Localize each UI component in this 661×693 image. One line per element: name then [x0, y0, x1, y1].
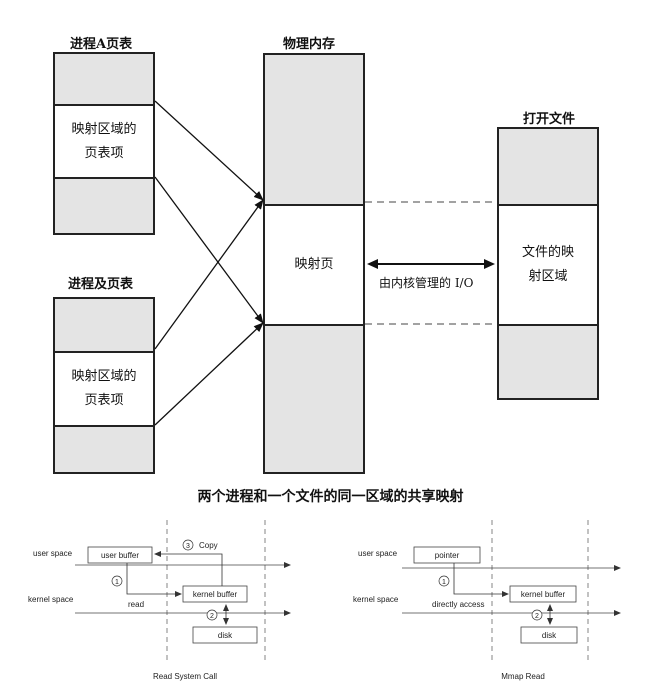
- read-disk-box: [192, 626, 258, 644]
- mmap-step1-number: 1: [442, 579, 446, 586]
- io-arrow-left-head: [367, 259, 378, 269]
- arrow-a-to-page-top: [154, 100, 264, 201]
- top-diagram-caption: 两个进程和一个文件的同一区域的共享映射: [197, 489, 464, 505]
- mmap-read-diagram: user space kernel space pointer kernel b…: [353, 520, 621, 681]
- process-b-lower-block: [55, 427, 153, 472]
- read-system-call-diagram: user space kernel space user buffer kern…: [28, 520, 291, 681]
- read-step3-number: 3: [186, 543, 190, 550]
- process-b-title: 进程及页表: [68, 277, 134, 292]
- process-b-region-line1: 映射区域的: [71, 369, 137, 384]
- read-user-buffer-box: [87, 546, 153, 564]
- read-step3-label: Copy: [199, 541, 218, 550]
- open-file-title: 打开文件: [523, 112, 576, 127]
- read-step2-marker: [206, 609, 218, 621]
- open-file-region-line2: 射区域: [528, 269, 568, 284]
- arrow-b-to-page-top: [154, 199, 264, 350]
- physical-memory-column: 映射页: [263, 53, 365, 474]
- process-a-region-line1: 映射区域的: [71, 121, 137, 137]
- mmap-disk-label: disk: [542, 631, 557, 640]
- read-step1-marker: [111, 575, 123, 587]
- arrow-a-to-page-bottom: [154, 176, 264, 324]
- mmap-step2-number: 2: [535, 613, 539, 620]
- mmap-disk-box: [520, 626, 578, 644]
- mmap-user-space-label: user space: [358, 549, 398, 558]
- process-a-upper-block: [55, 54, 153, 104]
- mapped-page-label: 映射页: [294, 257, 334, 272]
- mmap-pointer-box: [413, 546, 481, 564]
- open-file-column: 文件的映射区域: [497, 127, 599, 400]
- mmap-caption: Mmap Read: [501, 672, 545, 681]
- process-a-title: 进程A页表: [70, 37, 133, 52]
- process-b-region-line2: 页表项: [84, 393, 124, 408]
- process-a-page-table: 映射区域的页表项: [53, 52, 155, 235]
- process-b-upper-block: [55, 299, 153, 351]
- physical-memory-title: 物理内存: [283, 37, 336, 52]
- process-b-mapped-entries: 映射区域的页表项: [55, 351, 153, 427]
- mmap-kernel-space-label: kernel space: [353, 595, 399, 604]
- read-step3-marker: [182, 539, 194, 551]
- physical-memory-mapped-page: 映射页: [265, 204, 363, 326]
- open-file-region-line1: 文件的映: [521, 245, 574, 260]
- read-caption: Read System Call: [153, 672, 217, 681]
- mmap-kernel-buffer-label: kernel buffer: [521, 590, 566, 599]
- top-diagram-connectors: [154, 100, 497, 426]
- read-kernel-buffer-label: kernel buffer: [193, 590, 238, 599]
- mmap-pointer-label: pointer: [435, 551, 460, 560]
- read-step1-label: read: [128, 600, 144, 609]
- process-a-region-line2: 页表项: [84, 145, 124, 161]
- process-a-mapped-entries: 映射区域的页表项: [55, 104, 153, 179]
- read-user-space-label: user space: [33, 549, 73, 558]
- read-kernel-space-label: kernel space: [28, 595, 74, 604]
- open-file-upper-block: [499, 129, 597, 204]
- open-file-lower-block: [499, 326, 597, 398]
- mmap-step2-marker: [531, 609, 543, 621]
- process-b-page-table: 映射区域的页表项: [53, 297, 155, 474]
- arrow-b-to-page-bottom: [154, 322, 264, 426]
- read-step3-arrow: [154, 551, 223, 586]
- io-arrow-right-head: [484, 259, 495, 269]
- mmap-step1-arrow: [453, 563, 509, 597]
- io-label: 由内核管理的 I/O: [379, 276, 474, 290]
- mmap-kernel-buffer-box: [509, 585, 577, 603]
- read-disk-label: disk: [218, 631, 233, 640]
- process-a-lower-block: [55, 179, 153, 233]
- read-kernel-buffer-box: [182, 585, 248, 603]
- open-file-mapped-region: 文件的映射区域: [499, 204, 597, 326]
- read-user-buffer-label: user buffer: [101, 551, 139, 560]
- read-step1-arrow: [126, 563, 182, 597]
- read-step2-number: 2: [210, 613, 214, 620]
- mmap-step1-marker: [438, 575, 450, 587]
- mmap-step1-label: directly access: [432, 600, 484, 609]
- read-step1-number: 1: [115, 579, 119, 586]
- physical-memory-lower-block: [265, 326, 363, 472]
- physical-memory-upper-block: [265, 55, 363, 204]
